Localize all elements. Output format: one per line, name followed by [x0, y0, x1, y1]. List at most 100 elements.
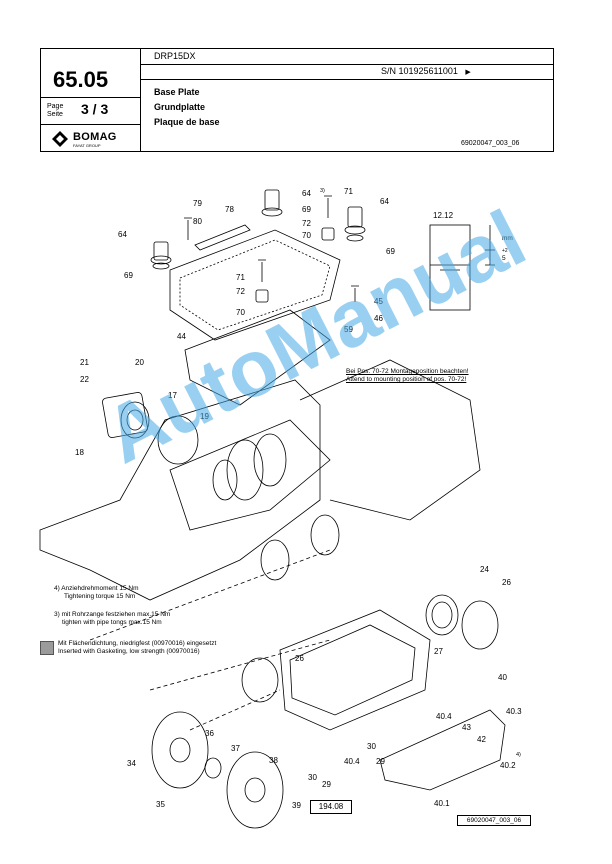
callout-46: 46 [374, 314, 383, 323]
note-3-en: tighten with pipe tongs max.15 Nm [62, 619, 162, 626]
callout-40: 40 [498, 673, 507, 682]
callout-18: 18 [75, 448, 84, 457]
callout-64-left: 64 [118, 230, 127, 239]
callout-59: 59 [344, 325, 353, 334]
o-ring-19 [157, 415, 199, 465]
callout-42: 42 [477, 735, 486, 744]
callout-36: 36 [205, 729, 214, 738]
housing-body [39, 379, 321, 601]
callout-29: 29 [376, 757, 385, 766]
callout-26-right: 26 [502, 578, 511, 587]
note-4: 4) Anziehdrehmoment 15 Nm Tightening tor… [54, 585, 139, 601]
callout-72b: 72 [236, 287, 245, 296]
ring-26 [461, 600, 499, 650]
callout-69-left: 69 [124, 271, 133, 280]
superscript-3: 3) [320, 188, 325, 194]
callout-40-4b: 40.4 [344, 757, 360, 766]
callout-26-left: 26 [295, 654, 304, 663]
callout-30b: 30 [308, 773, 317, 782]
callout-69: 69 [302, 205, 311, 214]
base-cover-plate [169, 229, 341, 341]
callout-29b: 29 [322, 780, 331, 789]
callout-72: 72 [302, 219, 311, 228]
bushing-70 [321, 227, 335, 241]
shield-27 [279, 609, 431, 731]
callout-35: 35 [156, 800, 165, 809]
callout-30: 30 [367, 742, 376, 751]
divider [41, 97, 140, 98]
washer-37 [204, 757, 222, 779]
bolt-79 [184, 217, 192, 240]
bomag-logo: BOMAG FAYAT GROUP [51, 129, 133, 149]
callout-39: 39 [292, 801, 301, 810]
callout-70b: 70 [236, 308, 245, 317]
legend-swatch [40, 641, 54, 655]
callout-71b: 71 [236, 273, 245, 282]
stud-64-mid [261, 189, 283, 217]
callout-12-12: 12.12 [433, 211, 454, 220]
housing-17 [102, 392, 150, 439]
callout-70: 70 [302, 231, 311, 240]
note-3-de: 3) mit Rohrzange festziehen max.15 Nm [54, 611, 171, 618]
bushing-70b [255, 289, 269, 303]
legend-text: Mit Flächendichtung, niedrigfest (009700… [58, 640, 216, 656]
logo-subtext: FAYAT GROUP [73, 143, 101, 148]
callout-45: 45 [374, 297, 383, 306]
callout-64-right: 64 [380, 197, 389, 206]
page-value: 3 / 3 [81, 101, 109, 117]
superscript-4: 4) [516, 752, 521, 758]
callout-40-4: 40.4 [436, 712, 452, 721]
dim-super: +2 [502, 248, 508, 254]
serial-text: S/N 101925611001 [381, 66, 458, 76]
gear [226, 439, 264, 501]
title-en: Base Plate [154, 87, 200, 97]
exploded-drawing: 79 80 78 64 71 69 72 70 64 69 12.12 69 7… [39, 187, 522, 829]
bolt-71 [324, 195, 332, 218]
page-number: 65.05 [53, 67, 109, 92]
serial-arrow-icon: ▶ [465, 69, 471, 76]
legend-en: Inserted with Gasketing, low strength (0… [58, 648, 200, 655]
title-de: Grundplatte [154, 102, 205, 112]
divider [140, 79, 554, 80]
gasket-26 [241, 657, 279, 703]
mounting-note-de: Bei Pos. 70-72 Montageposition beachten! [346, 368, 469, 375]
note-3: 3) mit Rohrzange festziehen max.15 Nm ti… [54, 611, 170, 627]
callout-17: 17 [168, 391, 177, 400]
title-fr: Plaque de base [154, 117, 220, 127]
divider [41, 124, 140, 125]
callout-40-2: 40.2 [500, 761, 516, 770]
mounting-note-en: Attend to mounting position of pos. 70-7… [346, 376, 467, 383]
callout-40-1: 40.1 [434, 799, 450, 808]
disc-38 [226, 751, 284, 829]
callout-19: 19 [200, 412, 209, 421]
pulley-34 [151, 711, 209, 789]
callout-24: 24 [480, 565, 489, 574]
page-label-de: Seite [47, 111, 63, 118]
callout-21: 21 [80, 358, 89, 367]
callout-79: 79 [193, 199, 202, 208]
serial-number: S/N 101925611001 ▶ [381, 66, 471, 76]
logo-text: BOMAG [73, 131, 117, 143]
callout-22: 22 [80, 375, 89, 384]
callout-69-right: 69 [386, 247, 395, 256]
callout-38: 38 [269, 756, 278, 765]
stud-64-left [150, 241, 172, 270]
divider [140, 64, 554, 65]
detail-box [429, 224, 471, 311]
callout-34: 34 [127, 759, 136, 768]
callout-80: 80 [193, 217, 202, 226]
bolt-45 [351, 285, 359, 302]
dim-unit: mm [502, 235, 513, 242]
legend-de: Mit Flächendichtung, niedrigfest (009700… [58, 640, 217, 647]
drawing-number: 69020047_003_06 [457, 815, 531, 826]
callout-64: 64 [302, 189, 311, 198]
model-name: DRP15DX [154, 51, 196, 61]
bottom-reference: 194.08 [310, 800, 352, 814]
callout-78: 78 [225, 205, 234, 214]
callout-40-3: 40.3 [506, 707, 522, 716]
note-4-de: 4) Anziehdrehmoment 15 Nm [54, 585, 139, 592]
mounting-note: Bei Pos. 70-72 Montageposition beachten!… [346, 368, 469, 384]
bracket-40-1 [379, 709, 506, 791]
